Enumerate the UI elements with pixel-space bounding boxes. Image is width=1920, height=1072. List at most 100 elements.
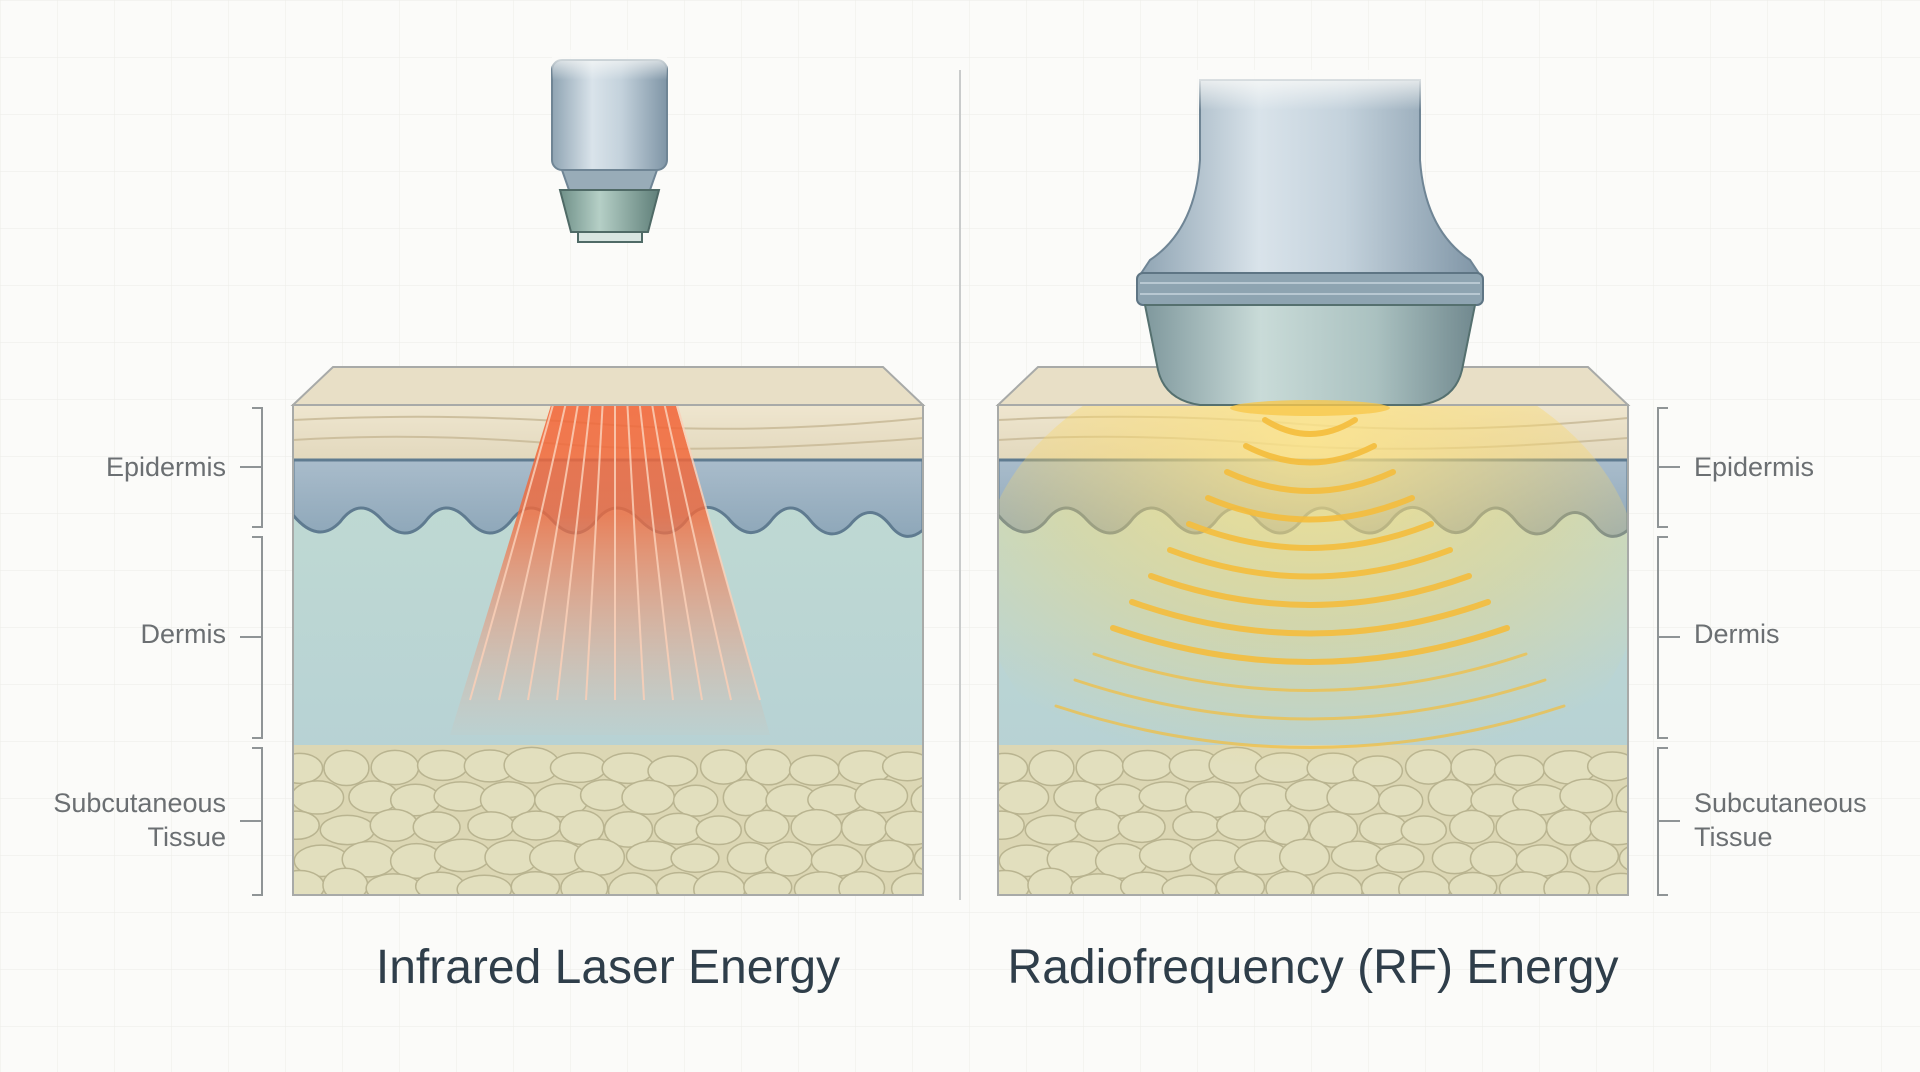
laser-ray [556, 405, 592, 701]
fat-lobule [1559, 778, 1614, 814]
fat-lobule [323, 749, 370, 787]
fat-lobule [433, 838, 491, 873]
skin-top-face [290, 366, 926, 406]
fat-lobule [788, 754, 840, 786]
label-epidermis-left: Epidermis [105, 452, 226, 482]
fat-lobule [1545, 809, 1593, 846]
layer-brackets-right [1657, 407, 1680, 896]
fat-lobule [647, 755, 699, 787]
fat-lobule [1138, 838, 1196, 873]
fat-lobule [764, 841, 813, 877]
fat-lobule [293, 780, 345, 815]
label-epidermis-right: Epidermis [1694, 452, 1815, 482]
laser-ray [638, 405, 674, 701]
fat-lobule [743, 809, 790, 844]
fat-lobule [319, 814, 376, 846]
rf-wave [1054, 704, 1566, 749]
fat-lobule [743, 871, 793, 895]
fat-lobule [672, 784, 719, 817]
skin-block-right [995, 366, 1631, 896]
fat-lobule [1028, 749, 1075, 787]
rf-wave [1129, 599, 1491, 637]
fat-lobule [603, 810, 654, 848]
caption-radiofrequency: Radiofrequency (RF) Energy [1007, 941, 1619, 994]
rf-wave [1205, 495, 1415, 523]
rf-wave [1243, 443, 1377, 466]
laser-ray [527, 405, 579, 701]
fat-lobule [1265, 870, 1314, 895]
fat-lobule [838, 870, 886, 895]
fat-lobule [549, 752, 607, 784]
laser-rays [469, 405, 761, 701]
rf-wave [1110, 625, 1510, 665]
fat-lobule [998, 780, 1050, 815]
laser-ray [663, 405, 732, 701]
fat-lobule [416, 749, 469, 782]
fat-lobule [579, 778, 630, 812]
fat-lobule [670, 843, 720, 874]
fat-lobule [910, 784, 923, 817]
fat-lobule [621, 779, 676, 816]
fat-lobules [293, 746, 923, 895]
rf-handpiece [1136, 70, 1484, 416]
laser-ray [626, 405, 645, 701]
fat-lobule [745, 748, 792, 786]
fat-lobule [840, 809, 888, 846]
laser-handpiece [551, 50, 668, 243]
fat-lobule [1586, 751, 1628, 782]
rf-waves [1054, 417, 1566, 749]
rf-wave [1224, 469, 1396, 494]
fat-lobule [913, 846, 923, 871]
rf-wave [1262, 417, 1358, 437]
label-subcutaneous-right-line1: Subcutaneous [1694, 788, 1867, 818]
fat-lobule [601, 752, 655, 785]
fat-lobule [370, 749, 420, 786]
layer-brackets-left [240, 407, 263, 896]
fat-lobule [1448, 809, 1495, 844]
rf-heat-glow [998, 405, 1628, 820]
fat-lobule [1024, 814, 1081, 846]
laser-ray [675, 405, 761, 701]
fat-lobule [573, 838, 626, 876]
fat-lobule [1400, 815, 1448, 846]
fat-lobule [1358, 812, 1408, 846]
laser-ray [585, 405, 604, 701]
fat-lobule [433, 781, 488, 812]
fat-lobule [864, 839, 915, 873]
label-subcutaneous-right-line2: Tissue [1694, 822, 1773, 852]
fat-lobule [1615, 784, 1628, 817]
fat-lobule [1569, 839, 1620, 873]
fat-lobule [1215, 871, 1266, 895]
fat-lobule [890, 872, 923, 895]
fat-lobule [1469, 841, 1518, 877]
label-subcutaneous-left-line2: Tissue [147, 822, 226, 852]
fat-lobule [1448, 871, 1498, 895]
fat-lobule [467, 811, 515, 841]
fat-lobule [560, 870, 609, 895]
fat-lobule [1543, 870, 1591, 895]
fat-lobule [699, 749, 748, 785]
laser-ray [469, 405, 555, 701]
fat-lobule [1618, 846, 1628, 871]
label-dermis-left: Dermis [140, 619, 227, 649]
skin-block-left [290, 366, 926, 896]
fat-lobule [1595, 872, 1628, 895]
fat-lobule [1375, 843, 1425, 874]
caption-infrared-laser: Infrared Laser Energy [375, 941, 841, 994]
fat-lobule [369, 808, 419, 843]
rf-electrode-head [1143, 304, 1477, 406]
fat-lobule [881, 751, 923, 782]
fat-lobule [653, 812, 703, 846]
laser-nozzle [558, 189, 661, 233]
rf-wave [1148, 573, 1472, 608]
fat-lobule [412, 811, 461, 844]
fat-lobule [1074, 808, 1124, 843]
fat-lobule [1172, 811, 1220, 841]
label-dermis-right: Dermis [1694, 619, 1780, 649]
rf-collar [1136, 272, 1484, 306]
rf-wave [1167, 547, 1453, 580]
rf-wave [1092, 652, 1528, 692]
fat-lobule [511, 810, 562, 841]
label-subcutaneous-left-line1: Subcutaneous [53, 788, 226, 818]
fat-lobule [695, 815, 743, 846]
